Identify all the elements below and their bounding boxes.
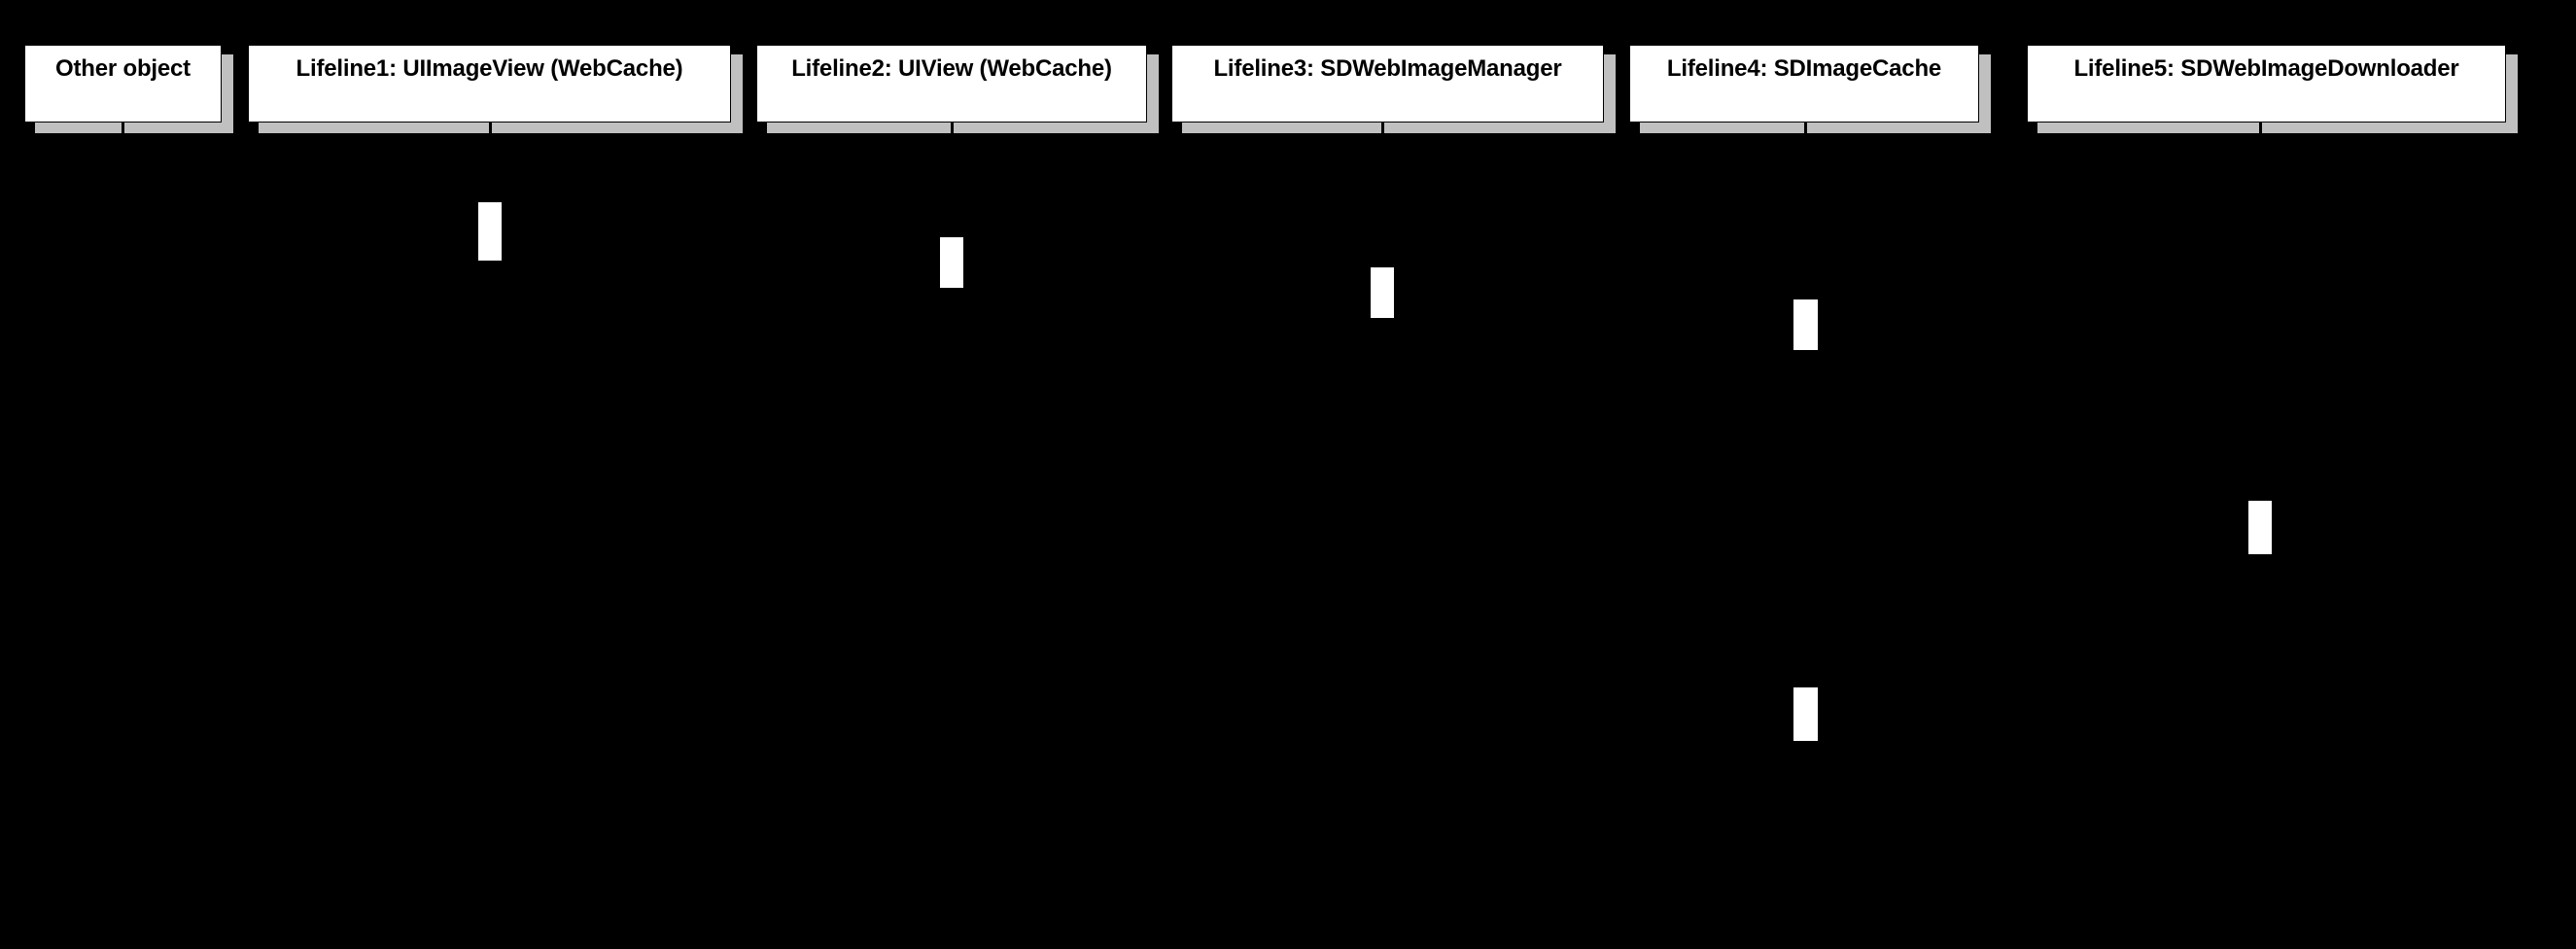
lifeline-head-lifeline2[interactable]: Lifeline2: UIView (WebCache)	[756, 45, 1147, 123]
lifeline-head-lifeline5[interactable]: Lifeline5: SDWebImageDownloader	[2027, 45, 2506, 123]
lifeline-head-label-lifeline2: Lifeline2: UIView (WebCache)	[791, 55, 1112, 82]
activation-bar-lifeline5	[2248, 501, 2272, 554]
lifeline-head-shadow-bottom-lifeline2	[767, 123, 1159, 133]
lifeline-head-shadow-lifeline3	[1604, 54, 1616, 133]
lifeline-line-lifeline4	[1804, 133, 1806, 911]
activation-bar-lifeline2	[940, 237, 963, 288]
lifeline-head-shadow-lifeline5	[2506, 54, 2518, 133]
lifeline-head-shadow-bottom-lifeline1	[259, 123, 743, 133]
lifeline-line-other	[122, 133, 123, 911]
lifeline-head-label-lifeline4: Lifeline4: SDImageCache	[1666, 55, 1942, 82]
lifeline-line-lifeline2	[951, 133, 953, 911]
lifeline-line-lifeline1	[489, 133, 491, 911]
lifeline-head-shadow-bottom-lifeline5	[2037, 123, 2518, 133]
activation-bar-lifeline4-first	[1793, 299, 1818, 350]
lifeline-head-shadow-lifeline1	[731, 54, 743, 133]
lifeline-tick-other	[122, 122, 124, 134]
lifeline-head-lifeline3[interactable]: Lifeline3: SDWebImageManager	[1171, 45, 1604, 123]
lifeline-head-label-other: Other object	[55, 55, 191, 82]
lifeline-head-shadow-bottom-lifeline4	[1640, 123, 1991, 133]
lifeline-tick-lifeline1	[489, 122, 492, 134]
lifeline-tick-lifeline4	[1804, 122, 1807, 134]
lifeline-head-label-lifeline1: Lifeline1: UIImageView (WebCache)	[296, 55, 683, 82]
activation-bar-lifeline3	[1371, 267, 1394, 318]
lifeline-head-lifeline4[interactable]: Lifeline4: SDImageCache	[1629, 45, 1979, 123]
lifeline-head-shadow-other	[222, 54, 233, 133]
lifeline-head-shadow-lifeline4	[1979, 54, 1991, 133]
lifeline-head-label-lifeline5: Lifeline5: SDWebImageDownloader	[2073, 55, 2459, 82]
lifeline-head-label-lifeline3: Lifeline3: SDWebImageManager	[1213, 55, 1562, 82]
lifeline-head-lifeline1[interactable]: Lifeline1: UIImageView (WebCache)	[248, 45, 731, 123]
lifeline-head-other[interactable]: Other object	[24, 45, 222, 123]
lifeline-head-shadow-bottom-lifeline3	[1182, 123, 1616, 133]
lifeline-tick-lifeline5	[2259, 122, 2262, 134]
lifeline-head-shadow-lifeline2	[1147, 54, 1159, 133]
lifeline-tick-lifeline2	[951, 122, 954, 134]
activation-bar-lifeline1	[478, 202, 502, 261]
lifeline-tick-lifeline3	[1381, 122, 1384, 134]
lifeline-line-lifeline3	[1381, 133, 1383, 911]
lifeline-head-shadow-bottom-other	[35, 123, 233, 133]
activation-bar-lifeline4-second	[1793, 687, 1818, 741]
